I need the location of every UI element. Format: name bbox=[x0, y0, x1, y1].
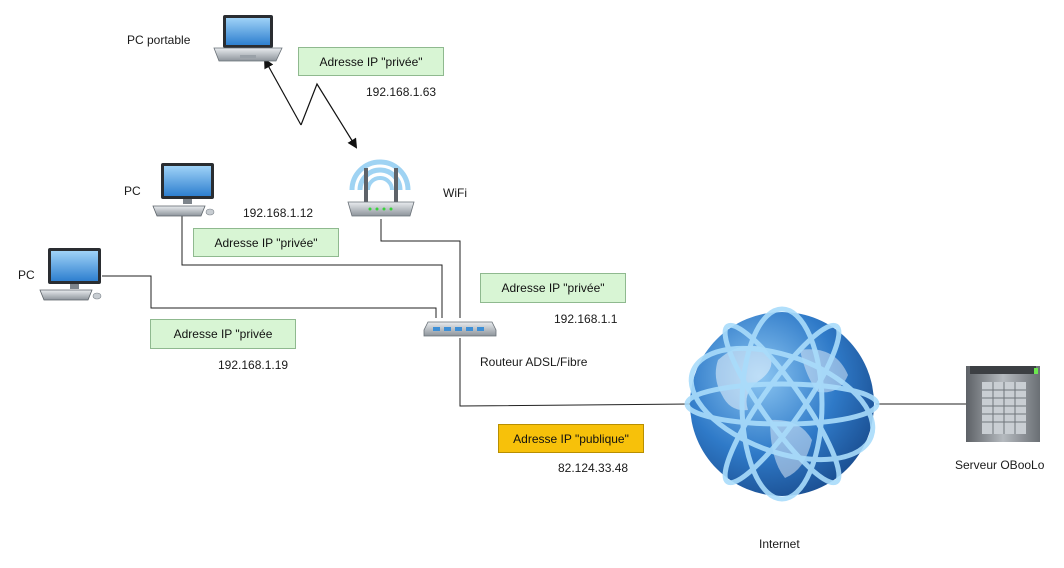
internet-label: Internet bbox=[759, 537, 800, 551]
wifi-label: WiFi bbox=[443, 186, 467, 200]
pc2-ip-address: 192.168.1.19 bbox=[218, 358, 289, 372]
pc2-ip-type-box: Adresse IP "privée bbox=[150, 319, 296, 349]
pc1-router-link bbox=[181, 215, 443, 318]
laptop-icon bbox=[213, 15, 283, 62]
desktop-pc-icon-2 bbox=[39, 248, 102, 301]
wifi-access-point-icon bbox=[347, 159, 415, 217]
pc1-ip-address: 192.168.1.12 bbox=[243, 206, 314, 220]
router-ip-type-box: Adresse IP "privée" bbox=[480, 273, 626, 303]
pc1-label: PC bbox=[124, 184, 141, 198]
wireless-link-arrow-start bbox=[264, 58, 302, 126]
router-ip-address: 192.168.1.1 bbox=[554, 312, 618, 326]
pc2-router-link bbox=[102, 275, 437, 318]
pc2-label: PC bbox=[18, 268, 35, 282]
laptop-ip-type-box: Adresse IP "privée" bbox=[298, 47, 444, 76]
desktop-pc-icon-1 bbox=[152, 163, 215, 217]
server-label: Serveur OBooLo bbox=[955, 458, 1045, 472]
wifi-router-link bbox=[380, 219, 461, 318]
public-ip-address: 82.124.33.48 bbox=[558, 461, 629, 475]
router-icon bbox=[423, 321, 497, 337]
laptop-ip-address: 192.168.1.63 bbox=[366, 85, 437, 99]
internet-globe-icon bbox=[684, 306, 880, 502]
public-ip-type-box: Adresse IP "publique" bbox=[498, 424, 644, 453]
wireless-link-arrow bbox=[300, 82, 358, 149]
server-icon bbox=[966, 366, 1040, 442]
connection-lines bbox=[102, 215, 966, 407]
pc1-ip-type-box: Adresse IP "privée" bbox=[193, 228, 339, 257]
router-label: Routeur ADSL/Fibre bbox=[480, 355, 588, 369]
router-internet-link bbox=[459, 338, 691, 407]
laptop-label: PC portable bbox=[127, 33, 191, 47]
